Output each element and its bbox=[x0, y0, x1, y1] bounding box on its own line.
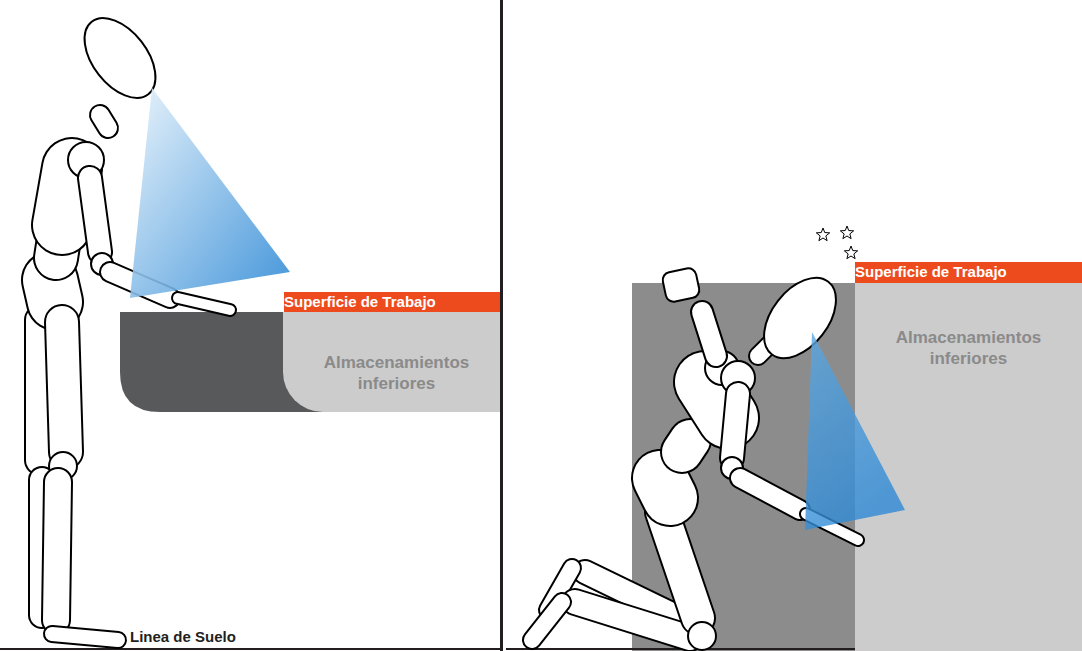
cabinet-front bbox=[632, 283, 856, 651]
band-label: Superficie de Trabajo bbox=[855, 262, 1082, 282]
kneeling-mannequin bbox=[532, 226, 905, 650]
work-surface-band: Superficie de Trabajo bbox=[855, 262, 1082, 283]
work-surface-band: Superficie de Trabajo bbox=[284, 292, 500, 312]
storage-label: Almacenamientos inferiores bbox=[875, 327, 1062, 369]
standing-mannequin bbox=[40, 5, 290, 640]
impact-stars bbox=[816, 226, 857, 259]
panel-divider bbox=[500, 0, 503, 651]
storage-box: Almacenamientos inferiores bbox=[855, 283, 1082, 651]
storage-label: Almacenamientos inferiores bbox=[323, 352, 470, 394]
storage-box: Almacenamientos inferiores bbox=[283, 312, 500, 412]
floor-line-label: Linea de Suelo bbox=[130, 628, 236, 645]
floor-line bbox=[0, 648, 500, 650]
band-label: Superficie de Trabajo bbox=[284, 292, 500, 312]
